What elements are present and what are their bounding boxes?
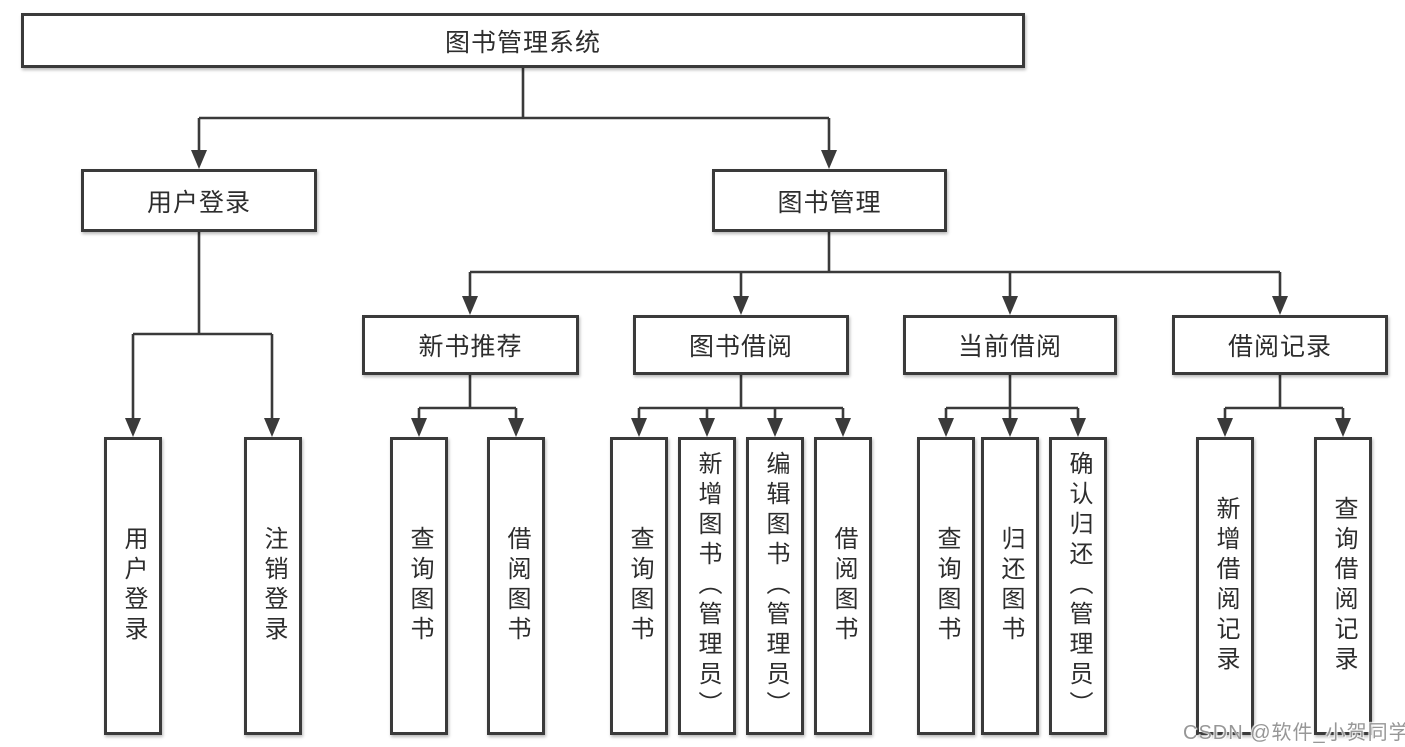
leaf-logout: 注销登录 — [244, 437, 302, 735]
node-new-book-recommend: 新书推荐 — [362, 315, 579, 375]
leaf-query-books-recommend-label: 查询图书 — [406, 526, 433, 646]
csdn-watermark: CSDN @软件_小贺同学 — [1183, 722, 1405, 744]
leaf-query-books-current-label: 查询图书 — [933, 526, 960, 646]
leaf-add-books-admin-label: 新增图书（管理员） — [694, 451, 721, 721]
node-root-system: 图书管理系统 — [21, 13, 1025, 68]
node-new-book-recommend-label: 新书推荐 — [418, 333, 523, 361]
leaf-add-books-admin: 新增图书（管理员） — [678, 437, 736, 735]
leaf-borrow-books-label: 借阅图书 — [830, 526, 857, 646]
leaf-query-books-recommend: 查询图书 — [390, 437, 448, 735]
leaf-edit-books-admin-label: 编辑图书（管理员） — [762, 451, 789, 721]
leaf-borrow-books-recommend: 借阅图书 — [487, 437, 545, 735]
leaf-query-books-borrowing-label: 查询图书 — [626, 526, 653, 646]
node-book-borrowing-label: 图书借阅 — [688, 333, 793, 361]
node-borrowing-records-label: 借阅记录 — [1227, 333, 1332, 361]
leaf-edit-books-admin: 编辑图书（管理员） — [746, 437, 804, 735]
node-borrowing-records: 借阅记录 — [1172, 315, 1388, 375]
node-current-borrowing-label: 当前借阅 — [957, 333, 1062, 361]
leaf-add-borrow-record: 新增借阅记录 — [1196, 437, 1254, 735]
leaf-query-books-borrowing: 查询图书 — [610, 437, 668, 735]
node-current-borrowing: 当前借阅 — [903, 315, 1117, 375]
leaf-logout-label: 注销登录 — [260, 526, 287, 646]
node-user-login: 用户登录 — [81, 169, 317, 232]
leaf-confirm-return-admin-label: 确认归还（管理员） — [1065, 451, 1092, 721]
leaf-user-login-label: 用户登录 — [120, 526, 147, 646]
leaf-query-borrow-record-label: 查询借阅记录 — [1330, 496, 1357, 676]
leaf-add-borrow-record-label: 新增借阅记录 — [1212, 496, 1239, 676]
node-book-management-label: 图书管理 — [777, 188, 882, 217]
leaf-return-books-label: 归还图书 — [997, 526, 1024, 646]
leaf-query-borrow-record: 查询借阅记录 — [1314, 437, 1372, 735]
leaf-query-books-current: 查询图书 — [917, 437, 975, 735]
leaf-user-login: 用户登录 — [104, 437, 162, 735]
leaf-borrow-books-recommend-label: 借阅图书 — [503, 526, 530, 646]
node-book-management: 图书管理 — [712, 169, 947, 232]
leaf-return-books: 归还图书 — [981, 437, 1039, 735]
node-book-borrowing: 图书借阅 — [633, 315, 849, 375]
node-root-system-label: 图书管理系统 — [444, 28, 601, 57]
leaf-borrow-books: 借阅图书 — [814, 437, 872, 735]
node-user-login-label: 用户登录 — [146, 188, 251, 217]
leaf-confirm-return-admin: 确认归还（管理员） — [1049, 437, 1107, 735]
